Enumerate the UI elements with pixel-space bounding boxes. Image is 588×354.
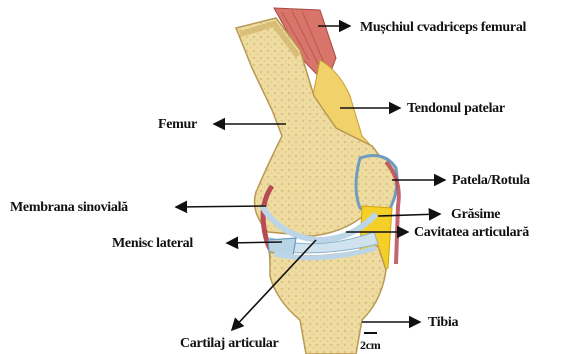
label-tibia: Tibia	[428, 316, 458, 330]
label-patela: Patela/Rotula	[452, 174, 530, 188]
patella-bone	[356, 156, 397, 215]
arrow-membrana	[176, 206, 266, 207]
label-grasime: Grăsime	[451, 208, 500, 222]
scale-label: 2cm	[360, 339, 380, 351]
label-membrana: Membrana sinovială	[10, 201, 128, 215]
label-menisc: Menisc lateral	[112, 237, 193, 251]
label-cartilaj: Cartilaj articular	[180, 337, 278, 351]
label-tendon: Tendonul patelar	[407, 102, 505, 116]
label-femur: Femur	[158, 118, 197, 132]
arrow-menisc	[227, 242, 282, 243]
label-cavitate: Cavitatea articulară	[414, 226, 529, 240]
label-muschi: Mușchiul cvadriceps femural	[360, 21, 526, 35]
